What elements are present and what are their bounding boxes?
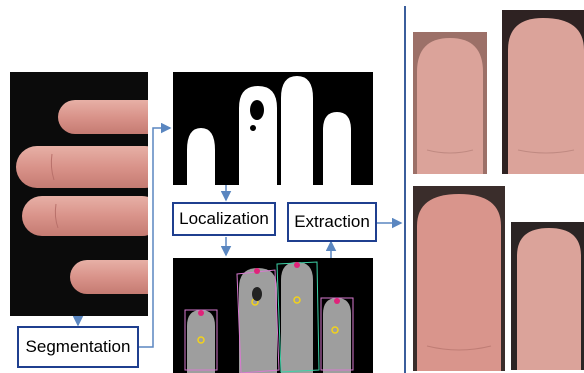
fingertip-image-3 <box>413 186 505 371</box>
localization-overlay <box>173 258 373 373</box>
localization-label: Localization <box>172 202 276 236</box>
extraction-label: Extraction <box>287 202 377 242</box>
hand-photo <box>10 72 148 316</box>
fingertip-image-2 <box>502 10 584 174</box>
segmentation-label: Segmentation <box>17 326 139 368</box>
vertical-divider <box>404 6 406 373</box>
fingertip-image-4 <box>511 222 584 370</box>
fingertip-image-1 <box>413 32 487 174</box>
segmentation-mask <box>173 72 373 185</box>
